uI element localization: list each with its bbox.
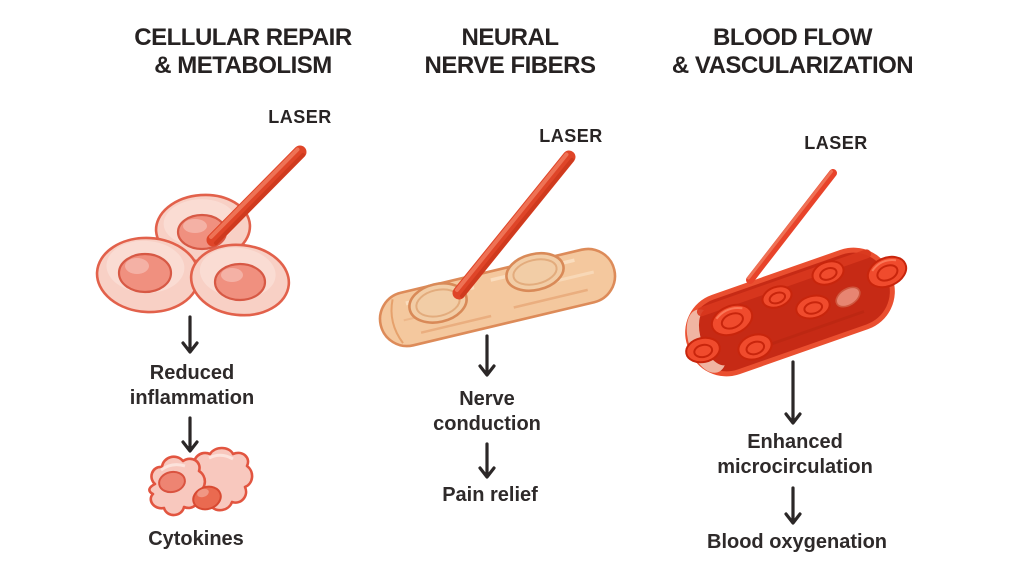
step-nerve-conduction: Nerve conduction [433, 388, 541, 435]
column-title-neural: NEURAL NERVE FIBERS [395, 24, 625, 80]
nerve-fiber-illustration [378, 150, 617, 348]
cytokines-illustration [148, 446, 254, 517]
laser-label-cellular: LASER [268, 107, 332, 127]
cytokine-nucleus [192, 485, 222, 511]
title-line: & METABOLISM [154, 52, 332, 79]
laser-beam-icon [746, 169, 837, 284]
nerve-node [505, 251, 565, 293]
column-title-cellular: CELLULAR REPAIR & METABOLISM [108, 24, 378, 80]
cell-nucleus [117, 252, 173, 294]
title-line: CELLULAR REPAIR [134, 24, 352, 51]
cytokine-nucleus [158, 470, 186, 494]
column-title-blood-flow: BLOOD FLOW & VASCULARIZATION [665, 24, 920, 80]
title-line: BLOOD FLOW [713, 24, 872, 51]
red-blood-cells [685, 255, 908, 364]
step-reduced-inflammation: Reduced inflammation [129, 362, 255, 409]
laser-label-blood-flow: LASER [804, 133, 868, 153]
laser-label-neural: LASER [539, 126, 603, 146]
down-arrow-icon [478, 442, 496, 479]
title-line: NERVE FIBERS [424, 52, 596, 79]
pale-blood-cell [835, 286, 861, 308]
down-arrow-icon [784, 486, 802, 525]
title-line: NEURAL [461, 24, 560, 51]
cell-cluster-illustration [95, 145, 307, 317]
laser-beam-icon [206, 145, 307, 247]
cell-nucleus [213, 262, 267, 302]
down-arrow-icon [181, 416, 199, 453]
title-line: & VASCULARIZATION [671, 52, 914, 79]
down-arrow-icon [181, 315, 199, 354]
blood-vessel-illustration [685, 169, 908, 377]
step-enhanced-microcirculation: Enhanced microcirculation [717, 431, 873, 478]
down-arrow-icon [478, 334, 496, 377]
step-pain-relief: Pain relief [442, 484, 538, 506]
laser-beam-icon [452, 150, 576, 300]
step-blood-oxygenation: Blood oxygenation [707, 531, 887, 553]
down-arrow-icon [784, 360, 802, 425]
step-cytokines: Cytokines [148, 528, 244, 550]
